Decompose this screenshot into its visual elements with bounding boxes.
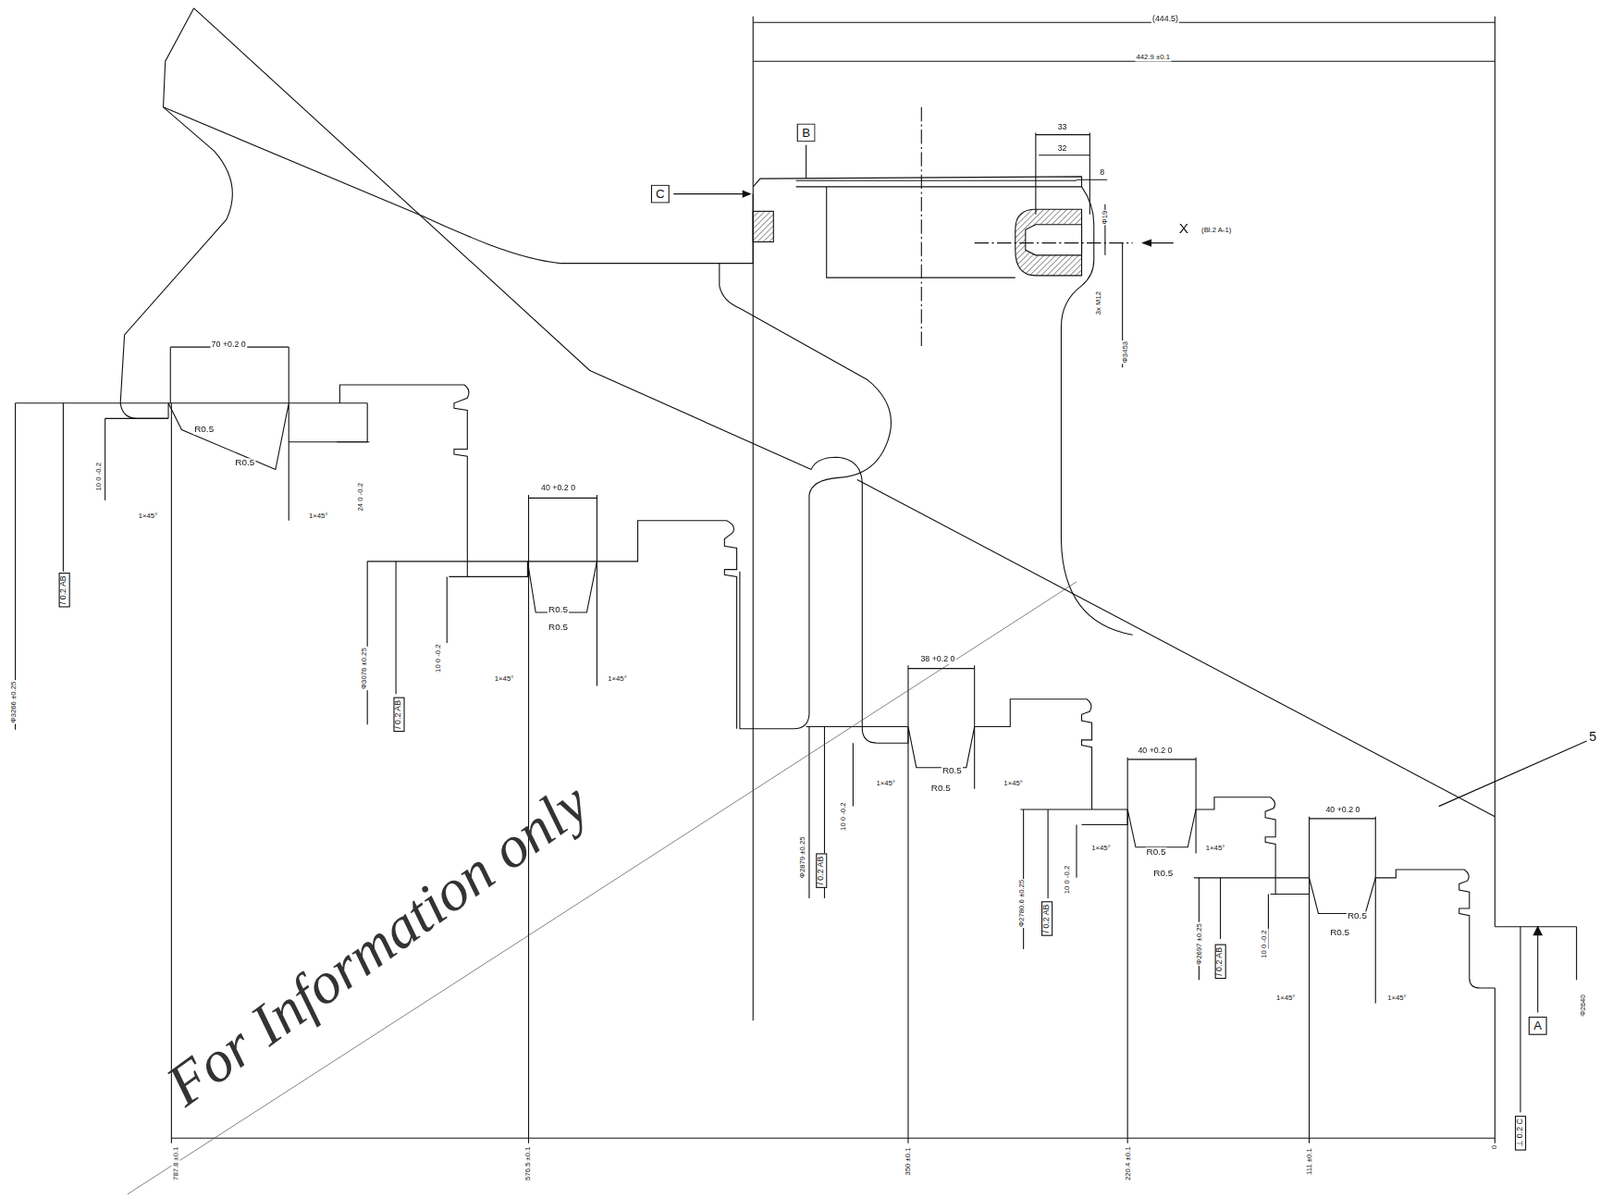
dimension-text: 10 0 -0.2 <box>838 800 847 832</box>
dimension-text: Φ3266 ±0.25 <box>9 680 17 725</box>
dimension-text: R0.5 <box>193 424 215 435</box>
tolerance-frame: / 0.2 AB <box>59 572 71 608</box>
dimension-text: 1×45° <box>1002 778 1024 787</box>
dimension-text: 32 <box>1057 144 1069 154</box>
dimension-text: 1×45° <box>1275 994 1297 1002</box>
dimension-text: R0.5 <box>1329 927 1351 938</box>
dimension-text: 40 +0.2 0 <box>540 484 577 494</box>
dimension-text: 442.9 ±0.1 <box>1134 53 1171 62</box>
dimension-text: Φ3076 ±0.25 <box>360 646 369 690</box>
dimension-text: R0.5 <box>233 457 256 468</box>
dimension-text: 1×45° <box>606 674 628 682</box>
dimension-text: 33 <box>1057 123 1069 133</box>
dimension-text: 40 +0.2 0 <box>1324 805 1361 815</box>
dimension-text: Φ19 <box>1101 209 1109 226</box>
dimension-text: 10 0 -0.2 <box>433 642 442 674</box>
dimension-text: 1×45° <box>1386 994 1408 1002</box>
dimension-text: 40 +0.2 0 <box>1136 746 1173 756</box>
tolerance-frame: / 0.2 AB <box>1215 944 1227 980</box>
dimension-text: 10 0 -0.2 <box>1260 928 1268 960</box>
dimension-text: (Bl.2 A-1) <box>1200 225 1232 234</box>
dimension-text: Φ2780.6 ±0.25 <box>1017 878 1025 928</box>
dimension-text: 350 ±0.1 <box>904 1145 912 1176</box>
dimension-text: 1×45° <box>307 511 330 519</box>
dimension-text: 38 +0.2 0 <box>919 654 956 665</box>
dimension-text: 3x M12 <box>1094 290 1102 317</box>
dimension-text: 10 0 -0.2 <box>1063 864 1071 896</box>
datum-box: C <box>651 184 671 204</box>
dimension-text: Φ2879 ±0.25 <box>798 835 806 879</box>
tolerance-frame: / 0.2 AB <box>815 852 827 888</box>
dimension-text: R0.5 <box>930 783 952 794</box>
datum-letter: C <box>655 186 665 201</box>
dimension-text: R0.5 <box>547 604 569 616</box>
tolerance-frame: / 0.2 AB <box>1041 900 1053 936</box>
dimension-text: 5 <box>1587 729 1598 745</box>
dimension-text: R0.5 <box>1144 847 1167 858</box>
dimension-text: 8 <box>1098 169 1106 179</box>
dimension-text: 1×45° <box>1090 844 1112 852</box>
datum-letter: B <box>801 125 811 140</box>
dimension-text: 111 ±0.1 <box>1304 1146 1313 1176</box>
dimension-text: R0.5 <box>1346 910 1368 922</box>
dimension-text: X <box>1178 221 1191 237</box>
tolerance-frame: / 0.2 AB <box>393 697 405 733</box>
dimension-text: 10 0 -0.2 <box>95 461 103 493</box>
watermark: For Information only <box>154 769 602 1120</box>
dimension-text: 1×45° <box>493 674 516 682</box>
dimension-text: Φ3453 <box>1121 340 1130 365</box>
dimension-text: (444.5) <box>1151 14 1180 25</box>
dimension-text: 1×45° <box>874 778 897 787</box>
dimension-text: Φ2697 ±0.25 <box>1194 922 1203 966</box>
dimension-text: R0.5 <box>547 622 569 633</box>
dimension-text: 576.5 ±0.1 <box>523 1144 531 1182</box>
tolerance-frame: ⊥ 0.2 C <box>1514 1115 1527 1151</box>
dimension-text: 1×45° <box>1205 844 1227 852</box>
dimension-text: 0 <box>1489 1144 1498 1151</box>
dimension-text: 24 0 -0.2 <box>356 481 364 513</box>
datum-box: B <box>797 123 816 143</box>
dimension-text: 787.8 ±0.1 <box>172 1144 180 1182</box>
datum-letter: A <box>1533 1018 1542 1033</box>
dimension-text: R0.5 <box>1152 868 1174 879</box>
dimension-text: R0.5 <box>941 766 963 777</box>
dimension-text: 1×45° <box>137 511 160 519</box>
dimension-text: Φ2640 <box>1578 993 1587 1018</box>
dimension-text: 220.4 ±0.1 <box>1123 1144 1132 1182</box>
dimension-text: 70 +0.2 0 <box>210 340 247 350</box>
datum-box: A <box>1528 1016 1548 1035</box>
